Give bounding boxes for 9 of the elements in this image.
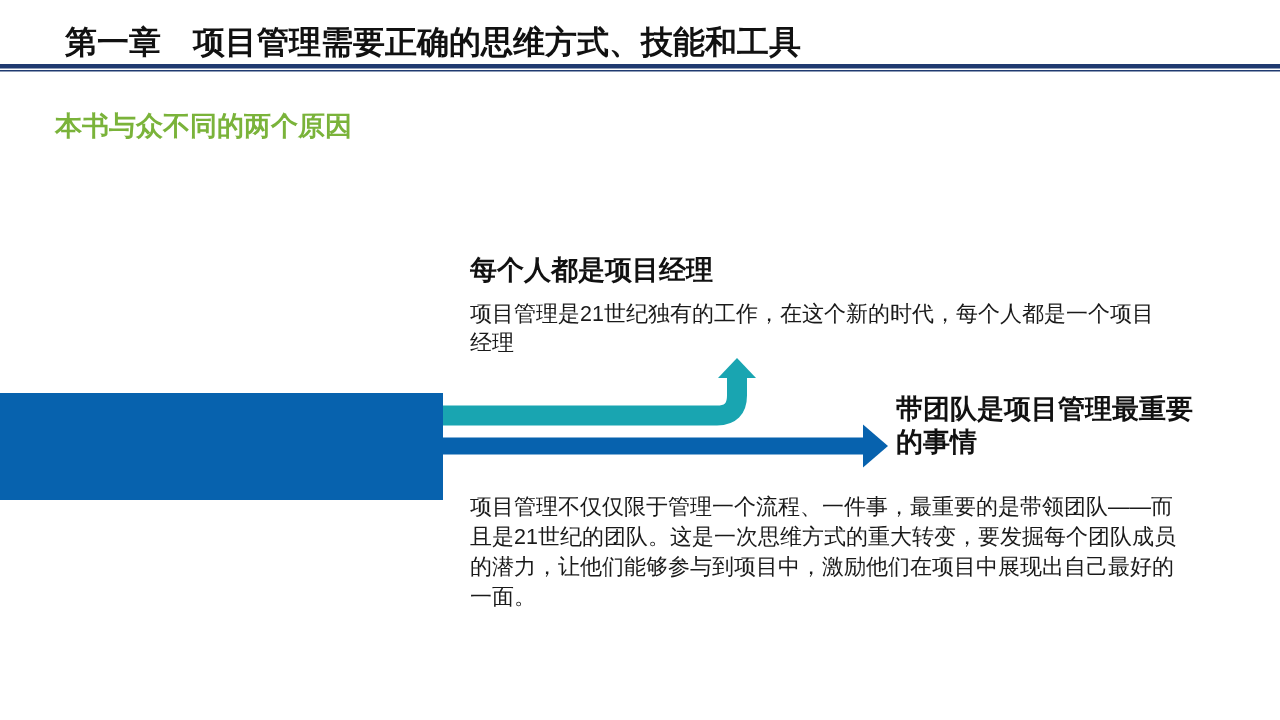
body-text: 项目管理不仅仅限于管理一个流程、一件事，最重要的是带领团队——而且是21世纪的团队。这是一次思维方式的重大转变，要发掘每个团队成员的潜力，让他们能够参与到项目中，激励他们在项目中展现出自己最好的一面。 xyxy=(470,494,1176,611)
heading: 每个人都是项目经理 xyxy=(470,254,714,286)
title: 第一章 项目管理需要正确的思维方式、技能和工具 xyxy=(65,23,801,61)
arrow xyxy=(443,358,756,426)
arrow xyxy=(443,424,888,468)
subtitle: 本书与众不同的两个原因 xyxy=(55,110,352,142)
bar xyxy=(0,393,443,500)
body-text: 项目管理是21世纪独有的工作，在这个新的时代，每个人都是一个项目经理 xyxy=(470,301,1155,357)
heading: 带团队是项目管理最重要的事情 xyxy=(896,393,1194,459)
